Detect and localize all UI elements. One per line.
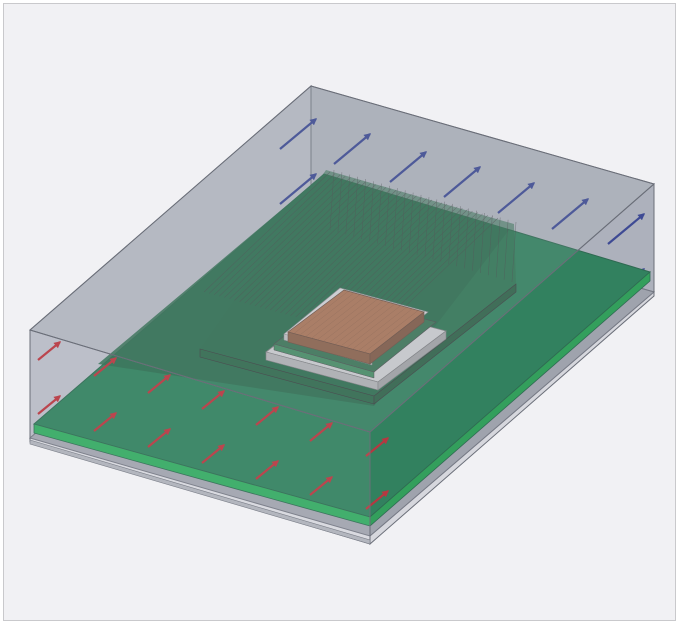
heatsink-fin: [239, 181, 366, 302]
heatsink-fin: [280, 192, 407, 314]
heatsink-fin-top: [472, 210, 477, 271]
heatsink-fin-top: [464, 208, 469, 269]
inlet-arrow-icon: [309, 422, 334, 442]
heatsink-fin-top: [440, 201, 446, 262]
inlet-arrows: [37, 341, 390, 510]
outlet-arrow-icon: [551, 198, 590, 230]
heatsink-fin-top: [448, 203, 453, 264]
heatsink-fin: [264, 188, 392, 309]
heatsink-fin: [244, 182, 371, 304]
heatsink-fin-top: [345, 174, 351, 235]
heatsink-fin-top: [393, 188, 398, 249]
heatsink-fin-top: [487, 215, 493, 276]
heatsink-fin: [269, 189, 397, 311]
heatsink-fin-top: [408, 192, 414, 253]
heatsink-fin-top: [511, 221, 517, 283]
heatsink-fin-top: [385, 185, 390, 246]
inlet-arrow-icon: [37, 395, 62, 415]
chip-texture-line: [363, 310, 419, 353]
chip-texture-line: [299, 292, 354, 336]
enclosure-front[interactable]: [28, 85, 656, 546]
inlet-arrow-icon: [147, 428, 172, 448]
heatsink-fin-top: [416, 194, 422, 255]
heatsink-fin: [285, 194, 412, 315]
heatsink-fin: [208, 173, 336, 294]
heatsink-fin-top: [400, 190, 406, 251]
heatsink-fin-top: [337, 172, 343, 233]
outlet-arrow-icon: [443, 166, 482, 198]
inlet-arrow-icon: [37, 341, 62, 361]
inlet-arrow-icon: [309, 476, 334, 496]
chip-texture-line: [328, 300, 384, 344]
outlet-arrows: [279, 118, 646, 300]
inlet-arrow-icon: [93, 357, 118, 377]
heatsink-fin-top: [424, 197, 430, 258]
heatsink-fin-top: [329, 169, 335, 231]
chip-package[interactable]: [265, 287, 447, 391]
outlet-arrow-icon: [333, 133, 372, 165]
chip-texture-line: [293, 291, 349, 334]
heatsink-fin: [234, 180, 361, 301]
outlet-arrow-icon: [279, 118, 318, 150]
heatsink-fin: [213, 174, 341, 295]
chip-texture-line: [317, 297, 372, 341]
chip-texture-line: [305, 294, 360, 337]
heatsink-fin-top: [377, 183, 382, 244]
chip-texture-line: [340, 303, 395, 347]
inlet-arrow-icon: [201, 444, 226, 464]
heatsink-fin-top: [369, 181, 374, 242]
heatsink-fin: [300, 198, 427, 319]
inlet-arrow-icon: [255, 406, 280, 426]
heatsink-fin: [249, 184, 377, 305]
heatsink-fin-top: [456, 206, 461, 267]
3d-viewport[interactable]: [3, 3, 676, 621]
outlet-arrow-icon: [497, 182, 536, 214]
outlet-arrow-icon: [607, 213, 646, 245]
heatsink-fin: [229, 178, 356, 300]
heatsink-fin: [275, 191, 402, 312]
inlet-arrow-icon: [255, 460, 280, 480]
heatsink-fin: [219, 175, 346, 297]
inlet-arrow-icon: [147, 374, 172, 394]
chip-texture-line: [322, 299, 378, 342]
heatsink-fin: [224, 177, 351, 298]
chip-die[interactable]: [287, 289, 425, 365]
heatsink-fin-top: [361, 179, 366, 240]
heatsink-fin-top: [353, 176, 359, 237]
heatsink-fin: [254, 185, 382, 307]
heatsink-fin: [259, 187, 387, 308]
heatsink-fin-top: [495, 217, 501, 278]
heatsink-fin: [295, 196, 422, 318]
heatsink-fin-top: [480, 212, 485, 273]
heatsink-fin-top: [503, 219, 509, 280]
heatsink-fin-top: [432, 199, 438, 260]
chip-texture-line: [346, 305, 401, 348]
cfd-model-scene[interactable]: [4, 4, 677, 622]
inlet-arrow-icon: [201, 390, 226, 410]
chip-texture-line: [311, 296, 366, 339]
heatsink-fin: [203, 171, 331, 293]
outlet-arrow-icon: [389, 151, 428, 183]
chip-texture-line: [352, 307, 407, 350]
chip-texture-line: [358, 308, 413, 352]
outlet-arrow-icon: [279, 173, 318, 205]
chip-texture-line: [334, 302, 390, 345]
inlet-arrow-icon: [93, 412, 118, 432]
